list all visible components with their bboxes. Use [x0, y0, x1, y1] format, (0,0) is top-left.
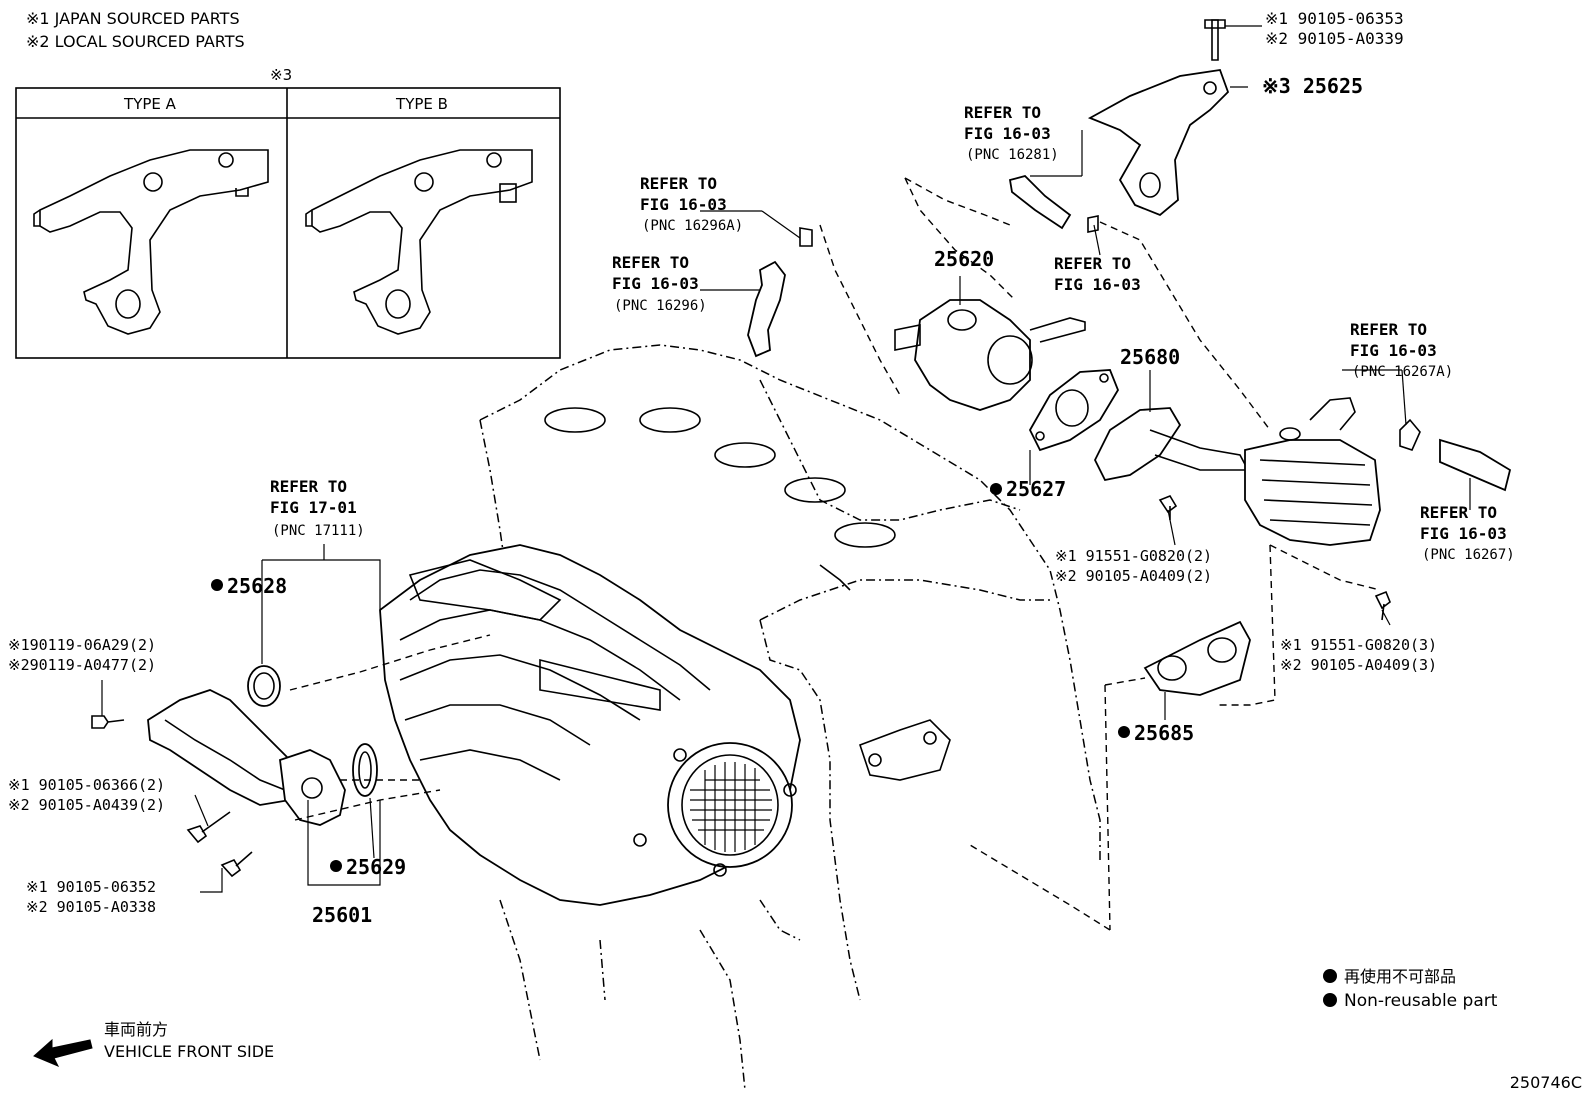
label-refer-16267a-l2: FIG 16-03 — [1350, 341, 1437, 360]
direction-jp: 車両前方 — [104, 1020, 168, 1039]
label-refer-16267-l1: REFER TO — [1420, 503, 1497, 522]
label-refer-16296a-l1: REFER TO — [640, 174, 717, 193]
label-refer-16296a-l2: FIG 16-03 — [640, 195, 727, 214]
label-refer-16296-l2: FIG 16-03 — [612, 274, 699, 293]
type-a-header: TYPE A — [123, 95, 177, 113]
egr-cooler-drawing — [1244, 397, 1381, 546]
label-bolt-g0820-3-1: ※1 91551-G0820(3) — [1280, 636, 1437, 654]
nonreusable-dot-25627 — [990, 483, 1002, 495]
type-table-mark: ※3 — [270, 66, 292, 84]
nonreusable-dot-25685 — [1118, 726, 1130, 738]
nonreusable-dot-25628 — [211, 579, 223, 591]
egr-valve-drawing — [894, 299, 1086, 411]
bracket-25625-drawing — [1087, 19, 1230, 217]
label-25620: 25620 — [934, 247, 994, 271]
label-bolt-g0820-3-2: ※2 90105-A0409(3) — [1280, 656, 1437, 674]
gasket-25685-drawing — [1143, 620, 1251, 696]
label-bolt-06a29-2: ※290119-A0477(2) — [8, 656, 156, 674]
label-bolt-g0820-2-1: ※1 91551-G0820(2) — [1055, 547, 1212, 565]
intake-manifold-drawing — [379, 544, 801, 906]
label-refer-16267a-l3: (PNC 16267A) — [1352, 364, 1453, 380]
label-bolt-06352-1: ※1 90105-06352 — [26, 878, 156, 896]
label-refer-16296-l3: (PNC 16296) — [614, 298, 707, 314]
label-refer-16281-l1: REFER TO — [964, 103, 1041, 122]
bracket-type-b-drawing — [305, 149, 533, 335]
label-refer-16281-l3: (PNC 16281) — [966, 147, 1059, 163]
engine-outline — [479, 344, 1101, 1091]
label-bolt-06352-2: ※2 90105-A0338 — [26, 898, 156, 916]
label-25629: 25629 — [346, 855, 406, 879]
assembly-dashed-lines — [289, 177, 1381, 931]
direction-en: VEHICLE FRONT SIDE — [104, 1042, 274, 1061]
label-refer-17111-l3: (PNC 17111) — [272, 523, 365, 539]
label-refer-mid-l2: FIG 16-03 — [1054, 275, 1141, 294]
label-refer-16296-l1: REFER TO — [612, 253, 689, 272]
label-bolt-06366-1: ※1 90105-06366(2) — [8, 776, 165, 794]
manifold-support-drawing — [91, 665, 378, 878]
label-refer-16281-l2: FIG 16-03 — [964, 124, 1051, 143]
vehicle-front-indicator: 車両前方 VEHICLE FRONT SIDE — [33, 1020, 274, 1067]
label-refer-16267-l2: FIG 16-03 — [1420, 524, 1507, 543]
label-25680: 25680 — [1120, 345, 1180, 369]
legend-en: Non-reusable part — [1344, 991, 1498, 1011]
callout-labels: ※1 90105-06353 ※2 90105-A0339 ※3 25625 R… — [8, 9, 1515, 927]
label-refer-17111-l2: FIG 17-01 — [270, 498, 357, 517]
leader-lines — [101, 25, 1471, 893]
type-table: ※3 TYPE A TYPE B — [15, 66, 561, 359]
figure-id: 250746C — [1510, 1073, 1582, 1092]
legend-jp: 再使用不可部品 — [1344, 967, 1456, 986]
bracket-type-a-drawing — [33, 149, 269, 335]
label-refer-16267a-l1: REFER TO — [1350, 320, 1427, 339]
label-bolt-g0820-2-2: ※2 90105-A0409(2) — [1055, 567, 1212, 585]
label-25601: 25601 — [312, 903, 372, 927]
front-arrow-icon — [33, 1038, 93, 1067]
label-refer-16296a-l3: (PNC 16296A) — [642, 218, 743, 234]
note-japan-sourced: ※1 JAPAN SOURCED PARTS — [26, 9, 240, 28]
label-bolt-06366-2: ※2 90105-A0439(2) — [8, 796, 165, 814]
note-local-sourced: ※2 LOCAL SOURCED PARTS — [26, 32, 245, 51]
type-b-header: TYPE B — [395, 95, 448, 113]
nonreusable-dot-25629 — [330, 860, 342, 872]
legend-dot-jp — [1323, 969, 1337, 983]
label-refer-17111-l1: REFER TO — [270, 477, 347, 496]
legend-dot-en — [1323, 993, 1337, 1007]
label-refer-mid-l1: REFER TO — [1054, 254, 1131, 273]
label-25627: 25627 — [1006, 477, 1066, 501]
label-25685: 25685 — [1134, 721, 1194, 745]
gasket-25627-drawing — [1028, 369, 1120, 452]
hoses-drawing — [747, 174, 1512, 621]
label-refer-16267-l3: (PNC 16267) — [1422, 547, 1515, 563]
label-bolt-top-2: ※2 90105-A0339 — [1265, 29, 1404, 48]
label-25628: 25628 — [227, 574, 287, 598]
egr-pipe-drawing — [1093, 407, 1250, 482]
label-bolt-top-1: ※1 90105-06353 — [1265, 9, 1404, 28]
legend: 再使用不可部品 Non-reusable part — [1323, 967, 1498, 1011]
label-bolt-06a29-1: ※190119-06A29(2) — [8, 636, 156, 654]
label-25625: ※3 25625 — [1262, 74, 1363, 98]
